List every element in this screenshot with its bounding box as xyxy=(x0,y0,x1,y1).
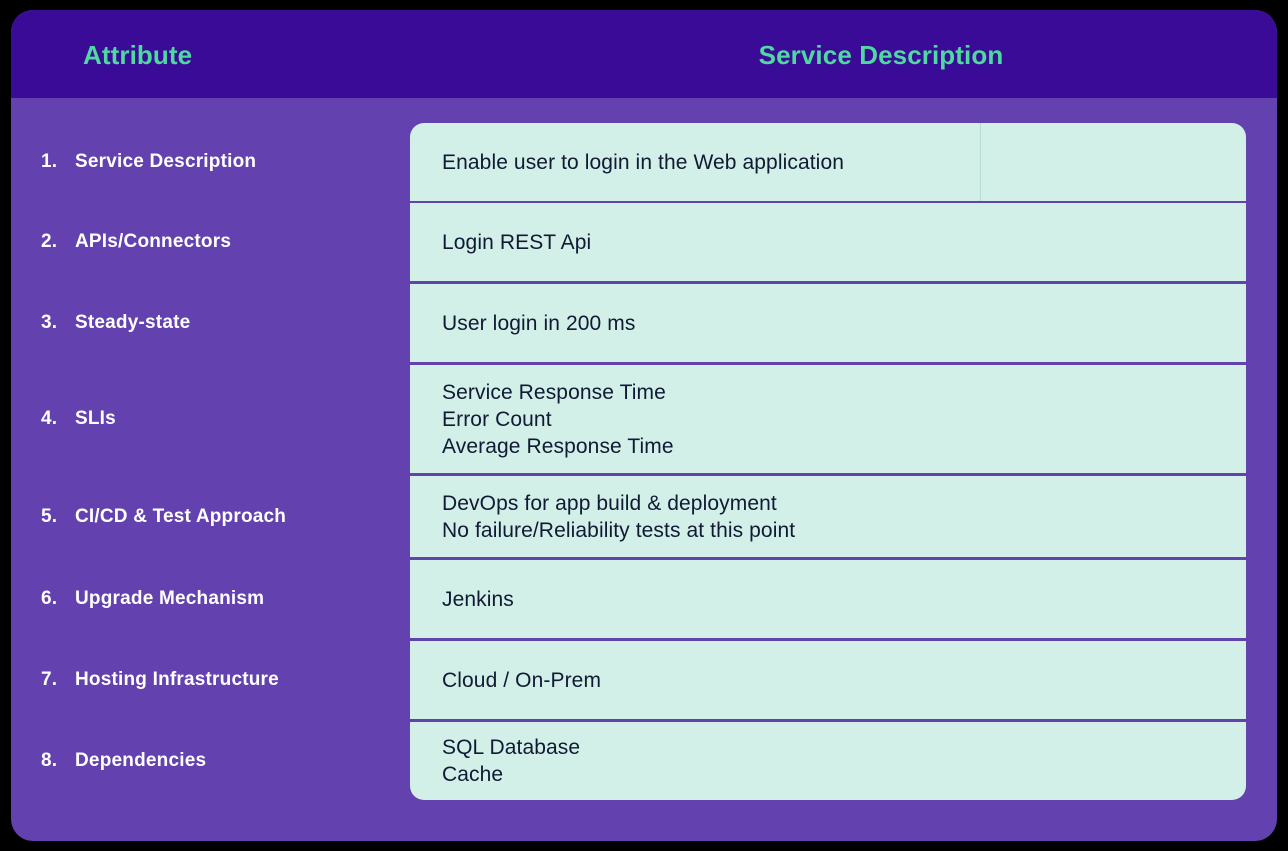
attribute-row: 4. SLIs xyxy=(41,406,401,432)
attribute-row-number: 6. xyxy=(41,588,58,609)
service-description-line: Cloud / On-Prem xyxy=(442,668,602,692)
attribute-row-label: Service Description xyxy=(75,151,257,172)
service-description-line: User login in 200 ms xyxy=(442,311,636,335)
attribute-row: 8. Dependencies xyxy=(41,748,401,774)
service-description-card: Attribute Service Description 1. Service … xyxy=(11,10,1277,841)
service-description-line: Enable user to login in the Web applicat… xyxy=(442,150,845,174)
attribute-row: 5. CI/CD & Test Approach xyxy=(41,504,401,530)
service-description-line: Service Response Time xyxy=(442,380,666,404)
service-description-cell: Cloud / On-Prem xyxy=(410,641,1246,719)
attribute-row-label: Hosting Infrastructure xyxy=(75,669,279,690)
attribute-row: 3. Steady-state xyxy=(41,310,401,336)
column-header-service-description: Service Description xyxy=(758,40,1004,70)
service-description-line: Average Response Time xyxy=(442,434,674,458)
service-description-line: SQL Database xyxy=(442,736,581,759)
service-description-column: Enable user to login in the Web applicat… xyxy=(400,98,1277,841)
attribute-row: 1. Service Description xyxy=(41,149,401,175)
cell-vertical-divider xyxy=(980,123,981,201)
attribute-row-number: 8. xyxy=(41,750,58,771)
attribute-row-label: CI/CD & Test Approach xyxy=(75,505,287,527)
attribute-row-label: APIs/Connectors xyxy=(75,231,232,252)
service-description-line: Error Count xyxy=(442,407,552,431)
service-description-line: DevOps for app build & deployment xyxy=(442,491,777,515)
attribute-row-label: Upgrade Mechanism xyxy=(75,588,265,609)
service-description-cell: DevOps for app build & deployment No fail… xyxy=(410,476,1246,557)
attribute-row-number: 5. xyxy=(41,505,58,527)
attribute-row-number: 7. xyxy=(41,669,58,690)
attribute-row: 7. Hosting Infrastructure xyxy=(41,667,401,693)
attribute-row: 2. APIs/Connectors xyxy=(41,229,401,255)
table-header: Attribute Service Description xyxy=(11,10,1277,98)
service-description-cell: Login REST Api xyxy=(410,203,1246,281)
attribute-row-label: SLIs xyxy=(75,408,116,429)
attribute-row-number: 4. xyxy=(41,408,58,429)
service-description-line: Login REST Api xyxy=(442,230,592,254)
column-header-attribute: Attribute xyxy=(83,40,193,70)
attribute-row-number: 1. xyxy=(41,151,58,172)
service-description-line: Jenkins xyxy=(442,587,514,611)
attribute-row-number: 2. xyxy=(41,231,58,252)
attribute-row: 6. Upgrade Mechanism xyxy=(41,586,401,612)
service-description-line: No failure/Reliability tests at this poi… xyxy=(442,518,796,542)
attribute-column: 1. Service Description 2. APIs/Connectors 3.… xyxy=(11,98,400,841)
service-description-line: Cache xyxy=(442,763,504,786)
attribute-row-label: Dependencies xyxy=(75,750,207,771)
attribute-row-number: 3. xyxy=(41,312,58,333)
service-description-cell: Jenkins xyxy=(410,560,1246,638)
service-description-cell: User login in 200 ms xyxy=(410,284,1246,362)
attribute-row-label: Steady-state xyxy=(75,312,191,333)
table-body: 1. Service Description 2. APIs/Connectors 3.… xyxy=(11,98,1277,841)
service-description-cell: Enable user to login in the Web applicat… xyxy=(410,123,1246,201)
